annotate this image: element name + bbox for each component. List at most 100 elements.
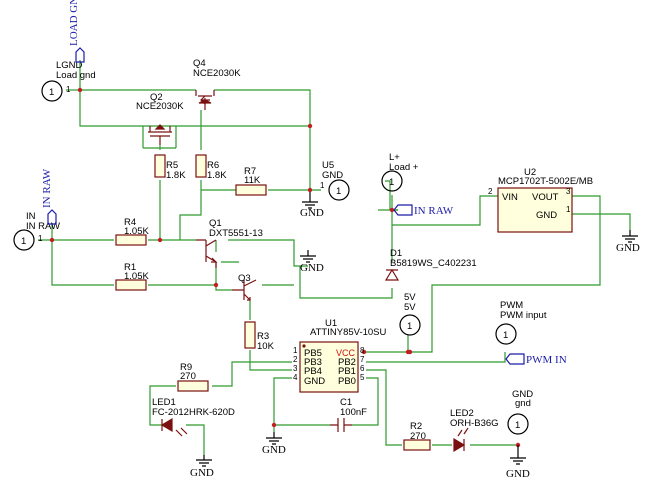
connector-ref: 5V (404, 292, 416, 303)
component-ref: U2 (524, 167, 536, 178)
junction (49, 237, 55, 243)
connector-pin-number: 1 (389, 177, 394, 188)
q1-transistor[interactable]: Q1 DXT5551-13 (196, 218, 263, 268)
wires (38, 60, 631, 455)
junctions (49, 87, 521, 448)
connector-ref: U5 (322, 160, 334, 171)
resistor-r4[interactable]: R4 1.05K (115, 217, 149, 246)
pin-number: 4 (293, 373, 298, 382)
connector-5v[interactable]: 1 5V 5V (399, 292, 421, 336)
connector-symbol-icon (495, 323, 517, 345)
pin-label: VCC (336, 348, 356, 358)
pin-label: PB2 (338, 357, 356, 368)
ground-label: GND (190, 467, 214, 479)
ground-icon (196, 455, 212, 467)
net-label-text: IN RAW (41, 168, 53, 208)
pin-label: PB5 (304, 348, 322, 359)
net-label-in-raw-right[interactable]: IN RAW (393, 204, 454, 217)
connector-ref: GND (512, 389, 533, 400)
diode-d1[interactable]: D1 B5819WS_C402231 (384, 248, 477, 281)
ground-symbol: GND (616, 230, 640, 254)
resistor-r5[interactable]: R5 1.8K (154, 154, 186, 181)
u1-attiny85[interactable]: PB5 PB3 PB4 GND VCC PB2 PB1 PB0 1 2 3 4 … (293, 318, 387, 393)
connector-pin-number: 1 (38, 234, 43, 243)
connector-ref: LGND (56, 60, 83, 71)
component-value: MCP1702T-5002E/MB (498, 176, 593, 187)
pin-label: PB3 (304, 357, 322, 368)
resistor-r9[interactable]: R9 270 (177, 362, 209, 392)
pin-label: PB0 (338, 376, 356, 387)
connector-ref: L+ (389, 152, 400, 163)
connector-ref: PWM (500, 300, 523, 311)
q2-mosfet[interactable]: Q2 NCE2030K (136, 92, 184, 145)
connector-gnd[interactable]: 1 GND gnd (507, 389, 533, 435)
component-value: 1.8K (207, 170, 227, 181)
component-value: 1.8K (166, 170, 186, 181)
ground-label: GND (300, 207, 324, 219)
pin-label: GND (304, 376, 325, 387)
connector-lplus[interactable]: 1 L+ Load + (381, 152, 419, 192)
component-value: B5819WS_C402231 (390, 258, 477, 269)
ground-label: GND (616, 242, 640, 254)
resistor-r3[interactable]: R3 10K (244, 321, 275, 352)
pin-label: GND (536, 210, 557, 221)
component-value: 100nF (340, 407, 367, 418)
capacitor-c1[interactable]: C1 100nF (330, 397, 367, 432)
pin-label: PB4 (304, 366, 322, 377)
connector-symbol-icon (41, 80, 63, 102)
led-led2[interactable]: LED2 ORH-B36G (450, 408, 499, 453)
component-ref: LED2 (450, 408, 474, 419)
pin-number: 1 (293, 346, 298, 355)
component-value: 1.05K (124, 226, 149, 237)
connector-symbol-icon (381, 170, 403, 192)
net-label-text: LOAD GND (68, 0, 80, 46)
junction (77, 87, 83, 93)
component-ref: R9 (180, 362, 192, 373)
connector-pin-number: 1 (66, 85, 71, 94)
connector-value: GND (322, 170, 343, 181)
connector-ref: IN (26, 211, 36, 222)
connector-symbol-icon (13, 229, 35, 251)
component-value: NCE2030K (136, 101, 184, 112)
q4-mosfet[interactable]: Q4 NCE2030K (193, 58, 241, 110)
resistor-r6[interactable]: R6 1.8K (195, 154, 227, 181)
connector-in[interactable]: 1 1 IN IN RAW (13, 211, 60, 251)
component-value: ATTINY85V-10SU (310, 327, 387, 338)
ground-label: GND (262, 444, 286, 456)
q3-transistor[interactable]: Q3 (232, 273, 257, 301)
net-label-pwm-in[interactable]: PWM IN (505, 353, 567, 366)
connector-pwm[interactable]: 1 PWM PWM input (495, 300, 547, 345)
connector-u5[interactable]: 1 1 U5 GND (320, 160, 350, 201)
pin-number: 1 (566, 205, 571, 214)
ground-symbol: GND (300, 192, 324, 219)
component-ref: R5 (166, 160, 178, 171)
component-value: ORH-B36G (450, 418, 499, 429)
connector-value: 5V (404, 302, 416, 313)
net-label-load-gnd[interactable]: LOAD GND (68, 0, 85, 63)
ground-icon (622, 230, 638, 243)
resistor-r7[interactable]: R7 11K (235, 166, 267, 196)
connector-value: PWM input (500, 310, 547, 321)
component-ref: R3 (257, 331, 269, 342)
component-ref: U1 (325, 318, 337, 329)
component-ref: R2 (410, 421, 422, 432)
resistor-r1[interactable]: R1 1.05K (115, 262, 149, 291)
component-value: FC-2012HRK-620D (152, 407, 235, 418)
junction (307, 187, 313, 193)
component-value: 11K (244, 175, 261, 186)
pin-number: 5 (360, 373, 365, 382)
junction (157, 237, 163, 243)
pin-number: 3 (293, 364, 298, 373)
component-ref: Q1 (209, 218, 222, 229)
junction (271, 422, 277, 428)
net-label-in-raw-top[interactable]: IN RAW (41, 168, 57, 225)
u2-regulator[interactable]: VIN VOUT GND 2 3 1 U2 MCP1702T-5002E/MB (488, 167, 593, 233)
pin-number: 7 (360, 355, 365, 364)
ground-label: GND (506, 468, 530, 480)
pin-number: 6 (360, 364, 365, 373)
resistor-r2[interactable]: R2 270 (403, 421, 431, 451)
connector-lgnd[interactable]: 1 1 LGND Load gnd (41, 60, 96, 102)
ground-icon (302, 192, 318, 209)
led-led1[interactable]: LED1 FC-2012HRK-620D (152, 397, 235, 437)
pin-label: VOUT (532, 192, 559, 203)
